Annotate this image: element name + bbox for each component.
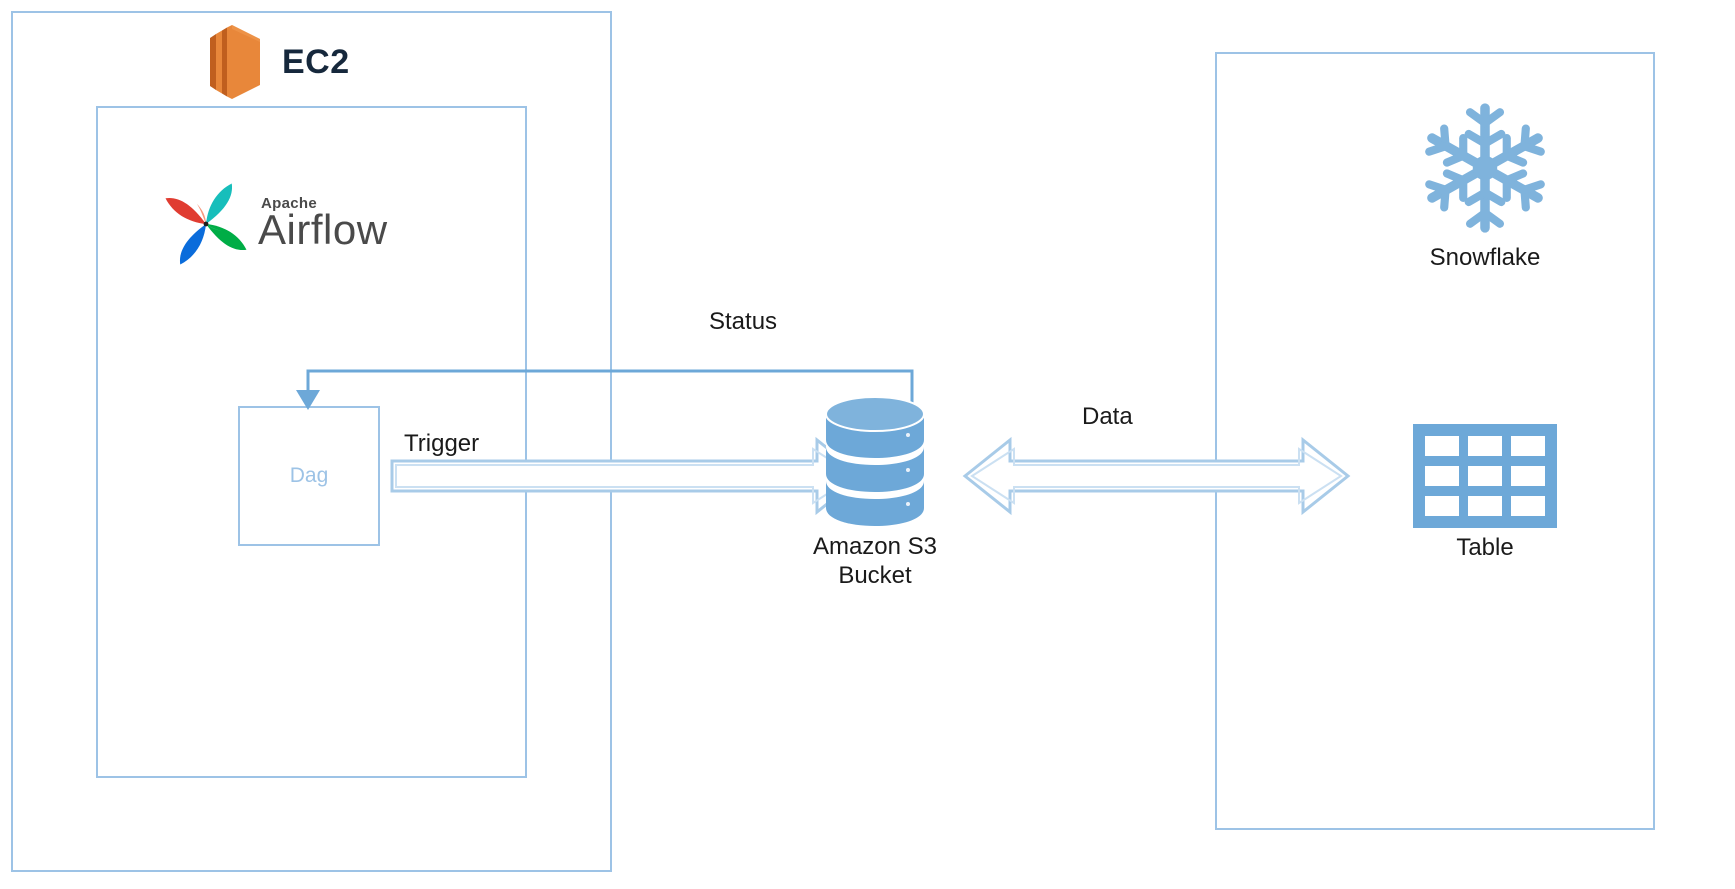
- aws-ec2-icon: [210, 25, 260, 99]
- table-caption: Table: [1456, 534, 1514, 561]
- grid-table-icon: [1413, 424, 1557, 528]
- ec2-logo-group: EC2: [196, 22, 426, 102]
- dag-node[interactable]: Dag: [238, 406, 380, 546]
- data-edge-label: Data: [1082, 403, 1133, 430]
- s3-caption-line1: Amazon S3: [812, 533, 938, 560]
- s3-caption: Amazon S3 Bucket: [790, 533, 960, 591]
- ec2-label: EC2: [282, 43, 350, 81]
- airflow-logo-group: Apache Airflow: [160, 178, 450, 270]
- s3-bucket-node[interactable]: Amazon S3 Bucket: [790, 395, 960, 591]
- dag-label: Dag: [289, 464, 329, 487]
- airflow-name-label: Airflow: [258, 206, 388, 254]
- database-cylinder-icon: [825, 396, 925, 526]
- table-node[interactable]: Table: [1365, 424, 1605, 563]
- apache-airflow-pinwheel-icon: [165, 183, 247, 265]
- s3-caption-line2: Bucket: [838, 561, 912, 589]
- snowflake-icon: [1425, 103, 1545, 233]
- status-edge-label: Status: [709, 308, 778, 335]
- snowflake-caption: Snowflake: [1429, 244, 1541, 271]
- trigger-edge-label: Trigger: [404, 430, 480, 457]
- snowflake-node[interactable]: Snowflake: [1360, 98, 1610, 273]
- airflow-apache-label: Apache: [261, 195, 317, 213]
